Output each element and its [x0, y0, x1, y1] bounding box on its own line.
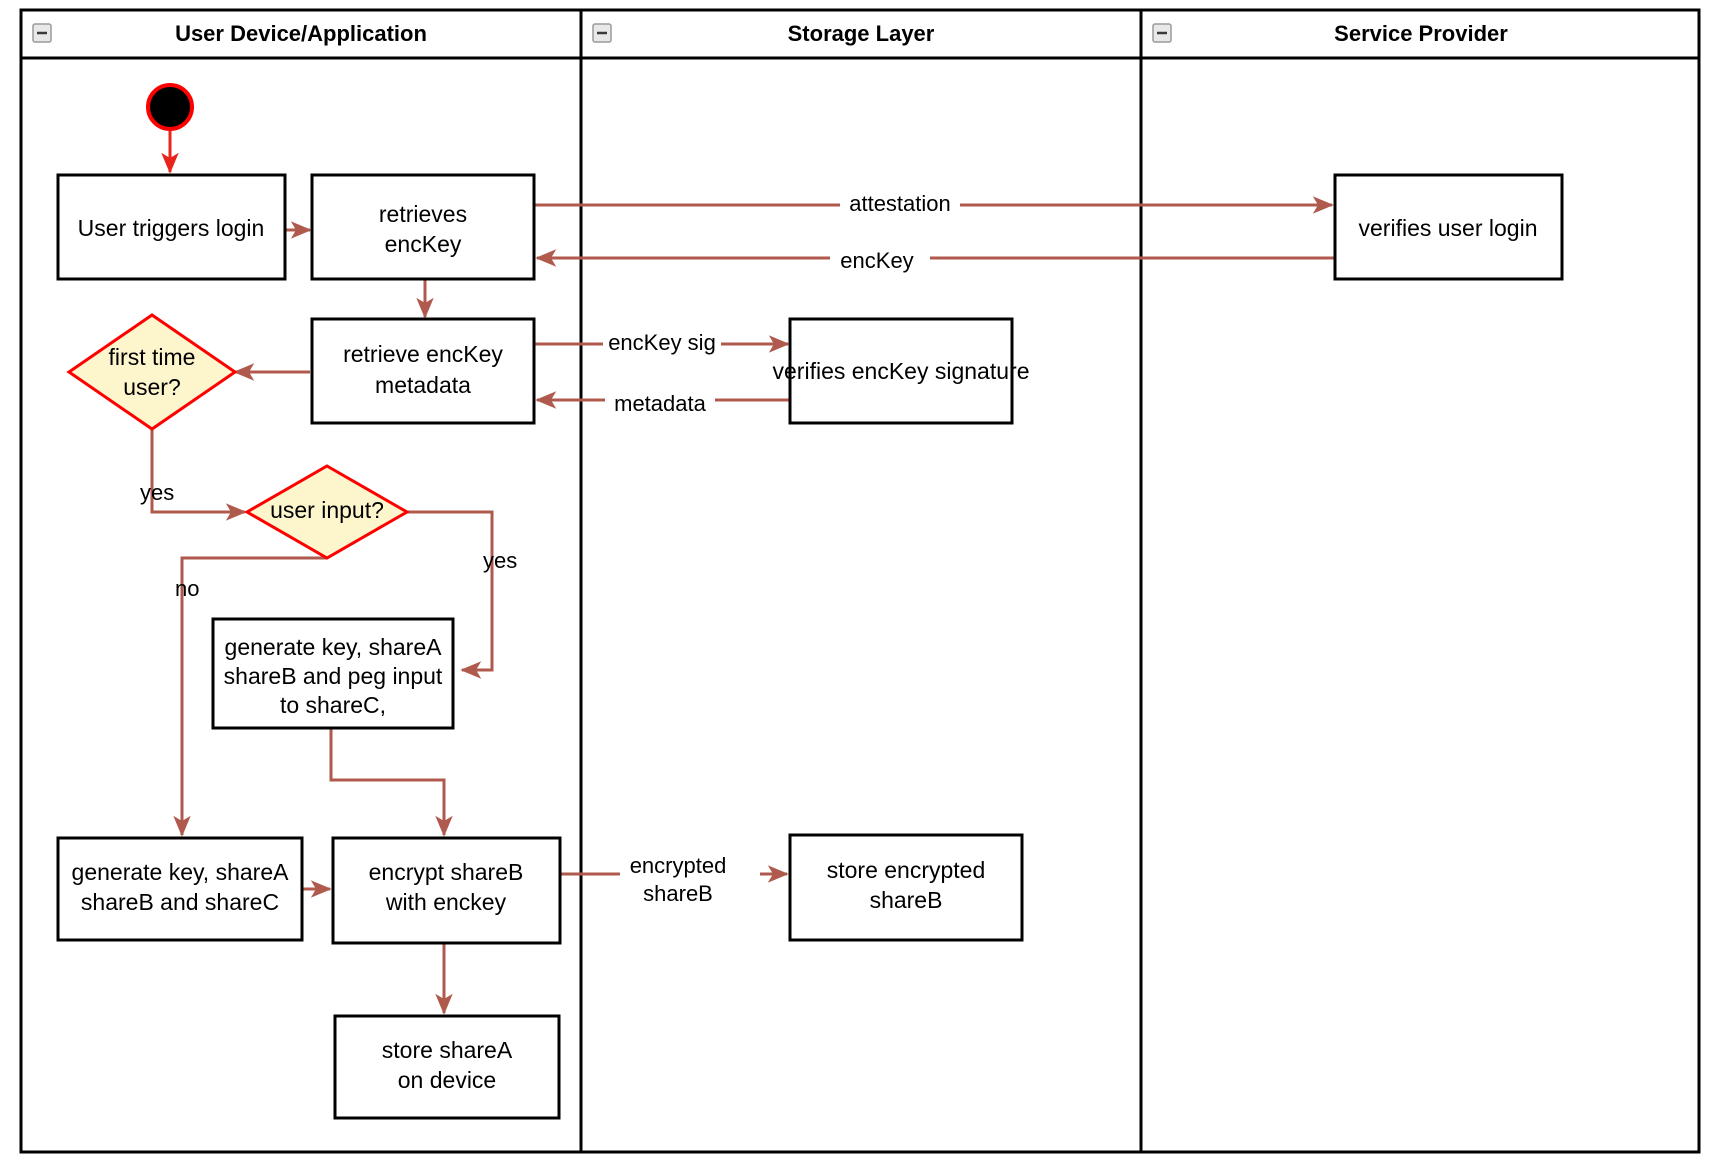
edge-label-enckey-sig: encKey sig [603, 330, 721, 357]
edge-label-metadata: metadata [605, 391, 715, 417]
edge-label-encrypted-shareb: encrypted shareB [620, 848, 760, 906]
action-generate-key-shares[interactable]: generate key, shareA shareB and shareC [56, 836, 304, 942]
edge-label-firsttime-yes: yes [140, 480, 174, 505]
swimlane-frame [19, 8, 1701, 1154]
action-label-line1: generate key, shareA [225, 634, 443, 660]
action-label: verifies user login [1359, 215, 1538, 241]
decision-label: user input? [270, 497, 384, 523]
action-user-triggers-login[interactable]: User triggers login [56, 173, 287, 281]
action-label: verifies encKey signature [773, 358, 1030, 384]
action-label-line1: retrieve encKey [343, 341, 503, 367]
svg-text:metadata: metadata [614, 391, 706, 416]
edge-label-attestation: attestation [840, 191, 960, 218]
lane-title-storage-layer: Storage Layer [788, 21, 935, 46]
action-label-line1: store encrypted [827, 857, 986, 883]
edge-label-enckey: encKey [830, 248, 930, 274]
svg-text:encrypted: encrypted [630, 853, 727, 878]
action-label-line1: retrieves [379, 201, 467, 227]
action-label-line1: store shareA [382, 1037, 513, 1063]
decision-user-input[interactable]: user input? [243, 464, 411, 560]
action-generate-key-peg-input[interactable]: generate key, shareA shareB and peg inpu… [211, 617, 455, 730]
decision-first-time-user[interactable]: first time user? [66, 313, 238, 431]
action-verifies-enckey-signature[interactable]: verifies encKey signature [773, 317, 1030, 425]
svg-text:no: no [175, 576, 199, 601]
edge-userinput-yes [407, 510, 494, 679]
action-label-line2: on device [398, 1067, 496, 1093]
action-label: User triggers login [78, 215, 265, 241]
minus-box-icon[interactable] [592, 23, 612, 43]
action-verifies-user-login[interactable]: verifies user login [1333, 173, 1564, 281]
decision-label-line2: user? [123, 374, 181, 400]
lane-header-storage-layer[interactable]: Storage Layer [592, 21, 935, 46]
edge-firsttime-yes [150, 415, 247, 521]
svg-text:shareB: shareB [643, 881, 713, 906]
action-label-line2: with enckey [385, 889, 507, 915]
action-label-line3: to shareC, [280, 692, 386, 718]
minus-box-icon[interactable] [1152, 23, 1172, 43]
lane-header-service-provider[interactable]: Service Provider [1152, 21, 1508, 46]
lane-title-user-device: User Device/Application [175, 21, 427, 46]
edge-label-userinput-no: no [175, 576, 199, 601]
action-label-line1: generate key, shareA [72, 859, 290, 885]
initial-node[interactable] [146, 83, 194, 131]
edge-label-userinput-yes: yes [483, 548, 517, 573]
lane-title-service-provider: Service Provider [1334, 21, 1508, 46]
action-retrieves-enckey[interactable]: retrieves encKey [310, 173, 536, 281]
edge-userinput-no [173, 556, 327, 837]
action-encrypt-shareb[interactable]: encrypt shareB with enckey [331, 836, 562, 945]
svg-text:yes: yes [140, 480, 174, 505]
lane-header-user-device[interactable]: User Device/Application [32, 21, 427, 46]
action-store-sharea-on-device[interactable]: store shareA on device [333, 1014, 561, 1120]
action-label-line2: shareB and shareC [81, 889, 279, 915]
edge-peg-to-encrypt [329, 728, 453, 837]
svg-text:encKey: encKey [840, 248, 913, 273]
svg-text:encKey sig: encKey sig [608, 330, 716, 355]
action-label-line2: encKey [385, 231, 462, 257]
action-label-line2: shareB [870, 887, 943, 913]
decision-label-line1: first time [109, 344, 196, 370]
svg-text:attestation: attestation [849, 191, 951, 216]
minus-box-icon[interactable] [32, 23, 52, 43]
action-label-line1: encrypt shareB [369, 859, 524, 885]
action-label-line2: shareB and peg input [224, 663, 443, 689]
svg-text:yes: yes [483, 548, 517, 573]
action-retrieve-enckey-metadata[interactable]: retrieve encKey metadata [310, 317, 536, 425]
action-store-encrypted-shareb[interactable]: store encrypted shareB [788, 833, 1024, 942]
action-label-line2: metadata [375, 372, 471, 398]
